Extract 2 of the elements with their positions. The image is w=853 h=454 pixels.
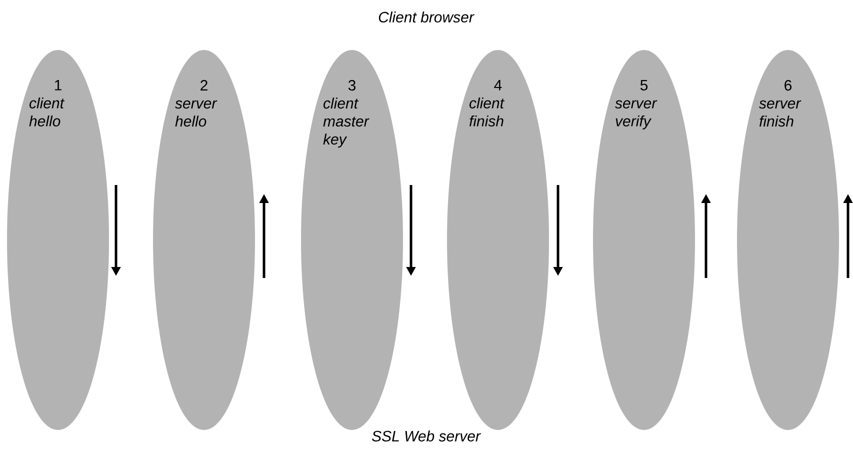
endpoint-label: SSL Web server (372, 430, 481, 442)
endpoint-label: Client browser (378, 11, 474, 22)
